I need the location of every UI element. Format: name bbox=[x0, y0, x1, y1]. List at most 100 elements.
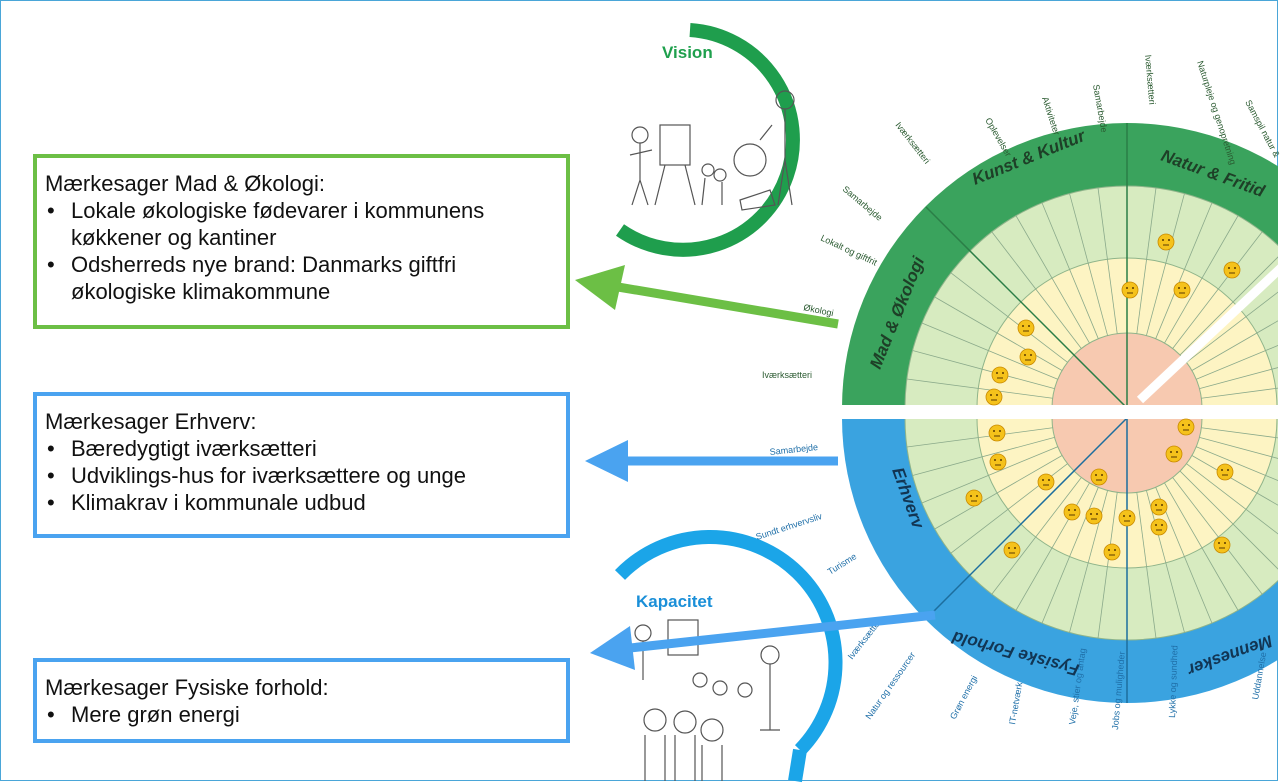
wheel-spoke bbox=[906, 427, 1053, 448]
fysiske-forhold-box: Mærkesager Fysiske forhold: Mere grøn en… bbox=[33, 658, 570, 743]
wheel-spoke bbox=[934, 455, 1063, 530]
wheel-spoke bbox=[906, 378, 1053, 399]
smiley-icon bbox=[965, 489, 983, 507]
wheel-spoke bbox=[1191, 320, 1278, 371]
smiley-icon bbox=[1118, 509, 1136, 527]
erhverv-title: Mærkesager Erhverv: bbox=[45, 409, 257, 434]
smiley-icon bbox=[1063, 503, 1081, 521]
wheel-spoke bbox=[1146, 193, 1185, 336]
wheel-spoke bbox=[1199, 437, 1278, 459]
wheel-spoke bbox=[912, 350, 1055, 389]
wheel-spoke bbox=[1097, 187, 1118, 334]
fysiske-forhold-list: Mere grøn energi bbox=[37, 701, 566, 728]
smiley-icon bbox=[1157, 233, 1175, 251]
wheel-spoke bbox=[1201, 427, 1278, 439]
outer-label-blue: Turisme bbox=[826, 551, 859, 577]
wheel-spoke bbox=[950, 272, 1068, 363]
outer-label-green: Samspil natur & bbox=[1243, 98, 1280, 159]
kapacitet-label: Kapacitet bbox=[636, 592, 713, 611]
smiley-icon bbox=[1037, 473, 1055, 491]
erhverv-box: Mærkesager Erhverv: Bæredygtigt iværksæt… bbox=[33, 392, 570, 538]
smiley-icon bbox=[1173, 281, 1191, 299]
wheel-spoke bbox=[1155, 202, 1213, 339]
kapacitet-illustration: Kapacitet bbox=[614, 529, 843, 783]
wheel-spoke bbox=[1186, 463, 1278, 535]
wheel-spoke bbox=[1136, 492, 1157, 639]
wheel-spoke bbox=[921, 322, 1058, 380]
smiley-icon bbox=[1003, 541, 1021, 559]
mad-okologi-box: Mærkesager Mad & Økologi: Lokale økologi… bbox=[33, 154, 570, 329]
wheel-spoke bbox=[1041, 202, 1099, 339]
wheel-spoke bbox=[1069, 193, 1108, 336]
wheel-spoke bbox=[1164, 482, 1239, 611]
vision-illustration: Vision bbox=[616, 23, 800, 257]
list-item-continuation: køkkener og kantiner bbox=[71, 225, 277, 250]
smiley-icon bbox=[1103, 543, 1121, 561]
smiley-icon bbox=[989, 453, 1007, 471]
arrow-mad bbox=[575, 265, 839, 329]
outer-label-green: Iværksætteri bbox=[762, 370, 812, 380]
mad-okologi-list: Lokale økologiske fødevarer i kommunens … bbox=[37, 197, 566, 305]
mad-okologi-title: Mærkesager Mad & Økologi: bbox=[45, 171, 325, 196]
list-item: Mere grøn energi bbox=[45, 701, 566, 728]
outer-label-blue: Samarbejde bbox=[769, 442, 818, 457]
wheel-spoke bbox=[1097, 492, 1118, 639]
outer-label-blue: Lykke og sundhed bbox=[1167, 645, 1180, 718]
list-item: Udviklings-hus for iværksættere og unge bbox=[45, 462, 566, 489]
outer-label-green: Lokalt og giftfrit bbox=[819, 233, 879, 268]
arrow-fysiske bbox=[590, 610, 936, 670]
wheel-spoke bbox=[1179, 256, 1278, 356]
outer-label-blue: Natur og ressourcer bbox=[863, 650, 917, 721]
wheel-spoke bbox=[1179, 470, 1278, 570]
smiley-icon bbox=[1223, 261, 1241, 279]
outer-label-green: Samarbejde bbox=[841, 184, 885, 223]
wheel-spoke bbox=[934, 296, 1063, 371]
wheel-spoke bbox=[1172, 231, 1263, 349]
wheel-spoke bbox=[1146, 490, 1185, 633]
smiley-icon bbox=[991, 366, 1009, 384]
fysiske-forhold-title: Mærkesager Fysiske forhold: bbox=[45, 675, 329, 700]
wheel-spoke bbox=[912, 437, 1055, 476]
wheel-spoke bbox=[1191, 455, 1278, 506]
outer-label-blue: IT-netværk bbox=[1007, 681, 1024, 726]
outer-label-blue: Sundt erhvervsliv bbox=[755, 511, 824, 542]
wheel-spoke bbox=[1164, 215, 1239, 344]
wheel-spoke bbox=[1196, 446, 1278, 481]
wheel-spoke bbox=[1199, 367, 1278, 389]
smiley-icon bbox=[1090, 468, 1108, 486]
smiley-icon bbox=[1085, 507, 1103, 525]
wheel-spoke bbox=[1196, 345, 1278, 380]
smiley-icon bbox=[1216, 463, 1234, 481]
vision-label: Vision bbox=[662, 43, 713, 62]
erhverv-list: Bæredygtigt iværksætteri Udviklings-hus … bbox=[37, 435, 566, 516]
smiley-icon bbox=[988, 424, 1006, 442]
outer-label-blue: Grøn energi bbox=[948, 674, 979, 721]
wheel-spoke bbox=[1015, 215, 1090, 344]
wheel-spoke bbox=[1172, 477, 1263, 595]
wheel-spoke bbox=[1186, 291, 1278, 363]
arrow-erhverv bbox=[585, 440, 838, 482]
smiley-icon bbox=[1213, 536, 1231, 554]
wheel-spoke bbox=[991, 477, 1082, 595]
list-item: Bæredygtigt iværksætteri bbox=[45, 435, 566, 462]
smiley-icon bbox=[1121, 281, 1139, 299]
smiley-icon bbox=[1150, 498, 1168, 516]
smiley-icon bbox=[1165, 445, 1183, 463]
list-item: Lokale økologiske fødevarer i kommunens bbox=[45, 197, 566, 224]
outer-label-green: Aktiviteter bbox=[1040, 96, 1062, 137]
outer-label-green: Iværksætteri bbox=[893, 120, 932, 166]
smiley-icon bbox=[1177, 418, 1195, 436]
wheel-spoke bbox=[1136, 187, 1157, 334]
list-item: Odsherreds nye brand: Danmarks giftfri bbox=[45, 251, 566, 278]
smiley-icon bbox=[985, 388, 1003, 406]
smiley-icon bbox=[1150, 518, 1168, 536]
sustainability-wheel: Kunst & Kultur Natur & Fritid Mad & Økol… bbox=[830, 123, 1278, 703]
list-item: Klimakrav i kommunale udbud bbox=[45, 489, 566, 516]
wheel-spoke bbox=[1201, 387, 1278, 399]
list-item-continuation: økologiske klimakommune bbox=[71, 279, 331, 304]
smiley-icon bbox=[1017, 319, 1035, 337]
outer-label-green: Oplevelser bbox=[983, 116, 1013, 158]
wheel-spoke bbox=[1015, 482, 1090, 611]
wheel-spoke bbox=[991, 231, 1082, 349]
